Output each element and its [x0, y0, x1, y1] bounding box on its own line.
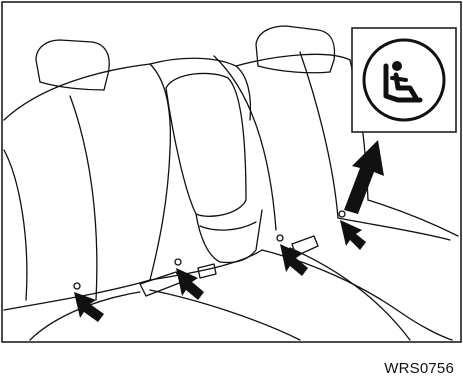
figure-reference-code: WRS0756 — [384, 360, 454, 377]
